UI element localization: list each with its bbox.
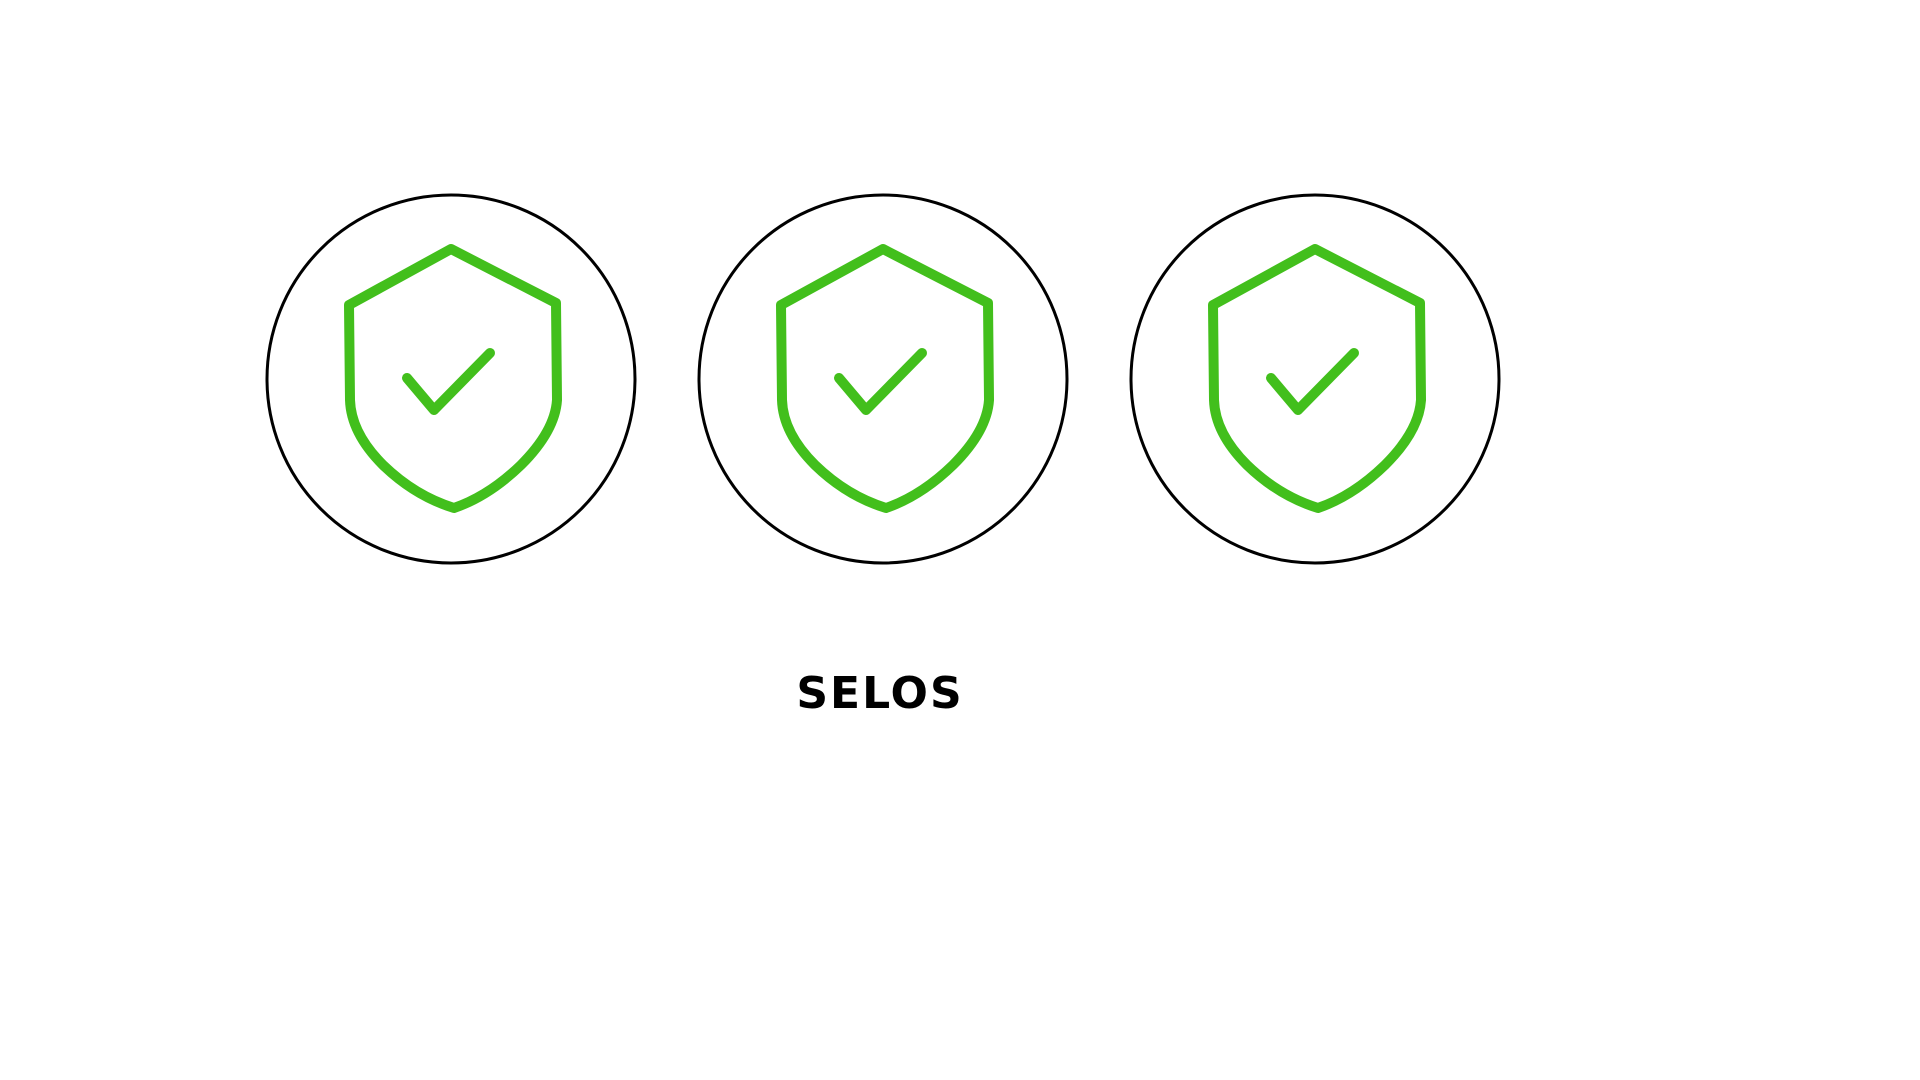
shield-check-icon: [265, 193, 637, 565]
badge-row: [265, 193, 1505, 565]
section-title: SELOS: [796, 668, 964, 719]
shield-check-icon: [1129, 193, 1501, 565]
seal-badge-1: [265, 193, 637, 565]
seal-badge-3: [1129, 193, 1501, 565]
shield-check-icon: [697, 193, 1069, 565]
seal-badge-2: [697, 193, 1069, 565]
